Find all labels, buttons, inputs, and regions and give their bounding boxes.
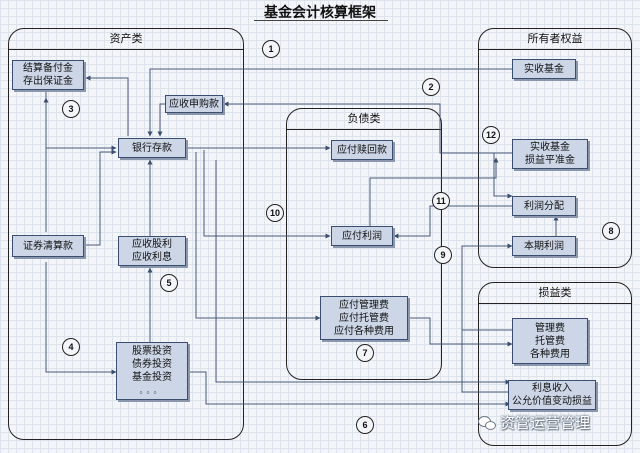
watermark-text: 资管运营管理 xyxy=(500,414,591,432)
node-paid-in-capital-label: 实收基金 xyxy=(524,63,564,75)
flow-line-sub-bank xyxy=(157,103,165,137)
node-redemption-payable-label: 应付赎回款 xyxy=(337,144,387,156)
node-investments-more: 。。。 xyxy=(139,386,165,395)
node-profit-distribution[interactable]: 利润分配 xyxy=(512,196,576,216)
marker-9: 9 xyxy=(434,246,452,264)
marker-8: 8 xyxy=(602,222,620,240)
node-receivable-subscription[interactable]: 应收申购款 xyxy=(165,95,223,113)
node-revenue[interactable]: 利息收入 公允价值变动损益 xyxy=(508,380,596,410)
flow-line-7 xyxy=(408,317,513,347)
node-revenue-line1: 利息收入 xyxy=(532,383,572,394)
node-expenses-line1: 管理费 xyxy=(535,322,565,334)
node-current-profit[interactable]: 本期利润 xyxy=(512,236,576,256)
node-securities-clearing[interactable]: 证券清算款 xyxy=(12,235,84,257)
flow-line-9 xyxy=(461,243,513,331)
node-investments-line1: 股票投资 xyxy=(132,346,172,357)
flow-line-2 xyxy=(223,101,512,154)
node-dividend-line1: 应收股利 xyxy=(132,239,172,250)
marker-7: 7 xyxy=(356,344,374,362)
flow-line-bank-rev xyxy=(215,160,511,385)
region-equity: 所有者权益 xyxy=(478,28,632,268)
node-expenses-line3: 各种费用 xyxy=(530,348,570,360)
node-securities-clearing-label: 证券清算款 xyxy=(23,240,73,252)
marker-12: 12 xyxy=(482,126,500,144)
flow-line-10 xyxy=(203,150,331,239)
node-dividend-interest[interactable]: 应收股利 应收利息 xyxy=(118,236,186,266)
title-underline xyxy=(254,20,388,21)
marker-6: 6 xyxy=(356,416,374,434)
region-assets: 资产类 xyxy=(8,28,244,440)
region-title-income: 损益类 xyxy=(479,283,631,304)
flow-line-bank-fees xyxy=(195,152,321,321)
flow-line-clear-bank xyxy=(86,149,117,246)
node-fees-line3: 应付各种费用 xyxy=(334,325,394,337)
marker-2: 2 xyxy=(422,78,440,96)
diagram-title: 基金会计核算框架 xyxy=(264,5,376,21)
node-equalization[interactable]: 实收基金 损益平准金 xyxy=(512,139,588,169)
node-profit-payable-label: 应付利润 xyxy=(342,230,382,242)
flow-line-9b xyxy=(461,330,510,393)
node-settlement-deposits[interactable]: 结算备付金 存出保证金 xyxy=(12,60,84,90)
marker-4: 4 xyxy=(62,338,80,356)
node-profit-payable[interactable]: 应付利润 xyxy=(331,226,393,246)
marker-5: 5 xyxy=(160,274,178,292)
region-title-liabilities: 负债类 xyxy=(287,109,441,130)
region-title-equity: 所有者权益 xyxy=(479,29,631,50)
node-investments[interactable]: 股票投资 债券投资 基金投资 。。。 xyxy=(116,342,188,400)
node-investments-line3: 基金投资 xyxy=(132,372,172,383)
flow-line-4 xyxy=(45,262,117,375)
node-settlement-line1: 结算备付金 xyxy=(23,63,73,74)
node-revenue-line2: 公允价值变动损益 xyxy=(512,396,592,407)
node-current-profit-label: 本期利润 xyxy=(524,240,564,252)
marker-1: 1 xyxy=(262,40,280,58)
flow-line-11 xyxy=(393,205,512,239)
flow-line-3b xyxy=(85,75,129,136)
node-profit-distribution-label: 利润分配 xyxy=(524,200,564,212)
region-income: 损益类 xyxy=(478,282,632,446)
watermark: 资管运营管理 xyxy=(478,412,590,433)
node-bank-deposit-label: 银行存款 xyxy=(132,142,172,154)
node-equalization-line1: 实收基金 xyxy=(530,142,570,153)
node-settlement-line2: 存出保证金 xyxy=(23,76,73,87)
flow-line-profit-equal xyxy=(369,157,499,226)
node-paid-in-capital[interactable]: 实收基金 xyxy=(512,59,576,79)
flow-line-6 xyxy=(188,371,511,407)
flow-line-12 xyxy=(493,153,513,199)
node-bank-deposit[interactable]: 银行存款 xyxy=(118,138,186,158)
node-redemption-payable[interactable]: 应付赎回款 xyxy=(331,140,393,160)
region-liabilities: 负债类 xyxy=(286,108,442,380)
node-fees-line2: 应付托管费 xyxy=(339,312,389,324)
region-title-assets: 资产类 xyxy=(9,29,243,50)
wechat-icon xyxy=(478,415,496,430)
node-receivable-subscription-label: 应收申购款 xyxy=(169,98,219,110)
marker-3: 3 xyxy=(62,100,80,118)
node-fees-payable[interactable]: 应付管理费 应付托管费 应付各种费用 xyxy=(320,296,408,340)
node-expenses[interactable]: 管理费 托管费 各种费用 xyxy=(512,318,588,364)
node-equalization-line2: 损益平准金 xyxy=(525,155,575,166)
node-expenses-line2: 托管费 xyxy=(535,335,565,347)
flow-line-1 xyxy=(147,68,512,137)
marker-11: 11 xyxy=(432,192,450,210)
node-dividend-line2: 应收利息 xyxy=(132,252,172,263)
node-fees-line1: 应付管理费 xyxy=(339,299,389,311)
flow-line-3 xyxy=(45,92,117,151)
marker-10: 10 xyxy=(266,204,284,222)
node-investments-line2: 债券投资 xyxy=(132,359,172,370)
